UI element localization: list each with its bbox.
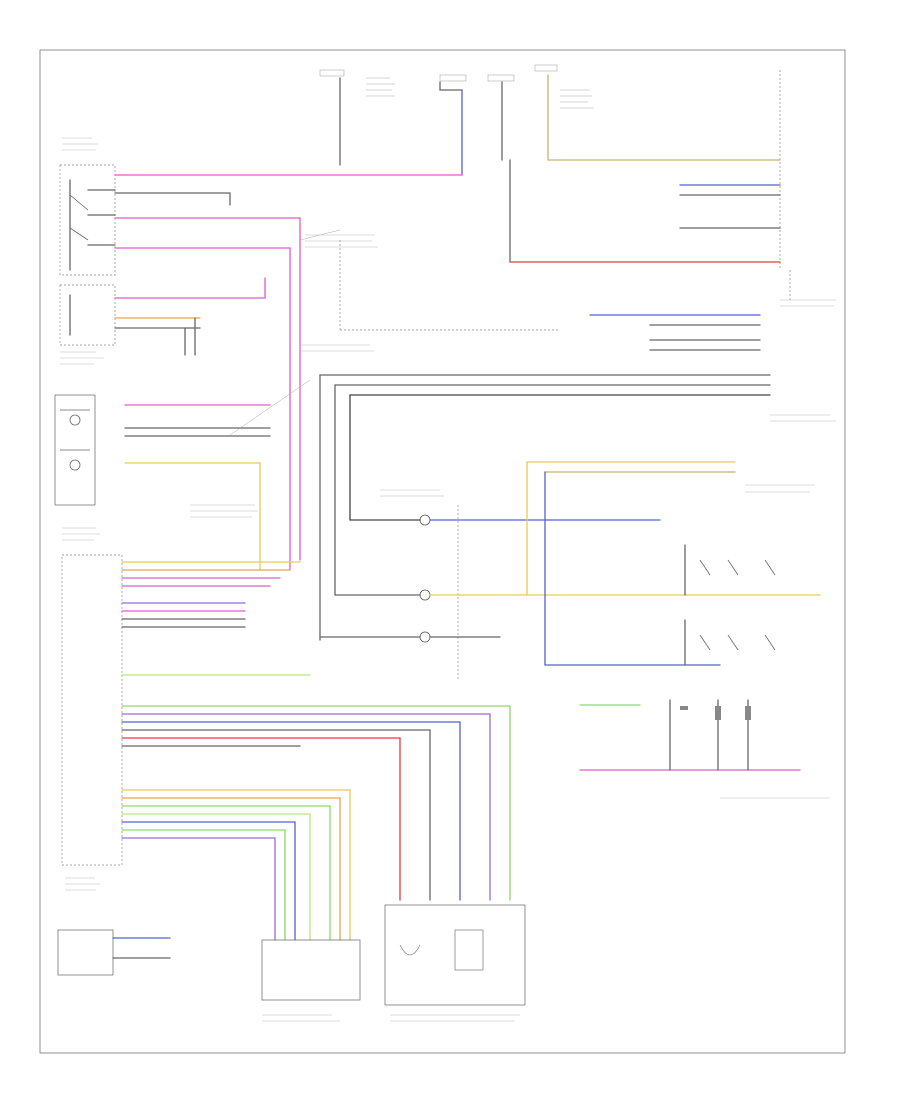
bottom-connector-left [261, 939, 361, 1001]
right-connector-column [779, 70, 791, 300]
steering-column [54, 394, 96, 506]
upper-left-switch [59, 164, 116, 276]
right-steering-wheel-switch [684, 544, 776, 666]
diagram-frame [39, 49, 846, 1054]
left-steering-wheel-switch [579, 699, 801, 771]
transmission-module [61, 554, 123, 866]
clockspring [419, 505, 459, 680]
instrument-panel-cluster [57, 929, 114, 976]
label-placeholders [60, 137, 836, 1022]
electronic-throttle-control [384, 904, 526, 1006]
brake-switch [59, 284, 116, 346]
fuse-block-top [319, 64, 594, 109]
